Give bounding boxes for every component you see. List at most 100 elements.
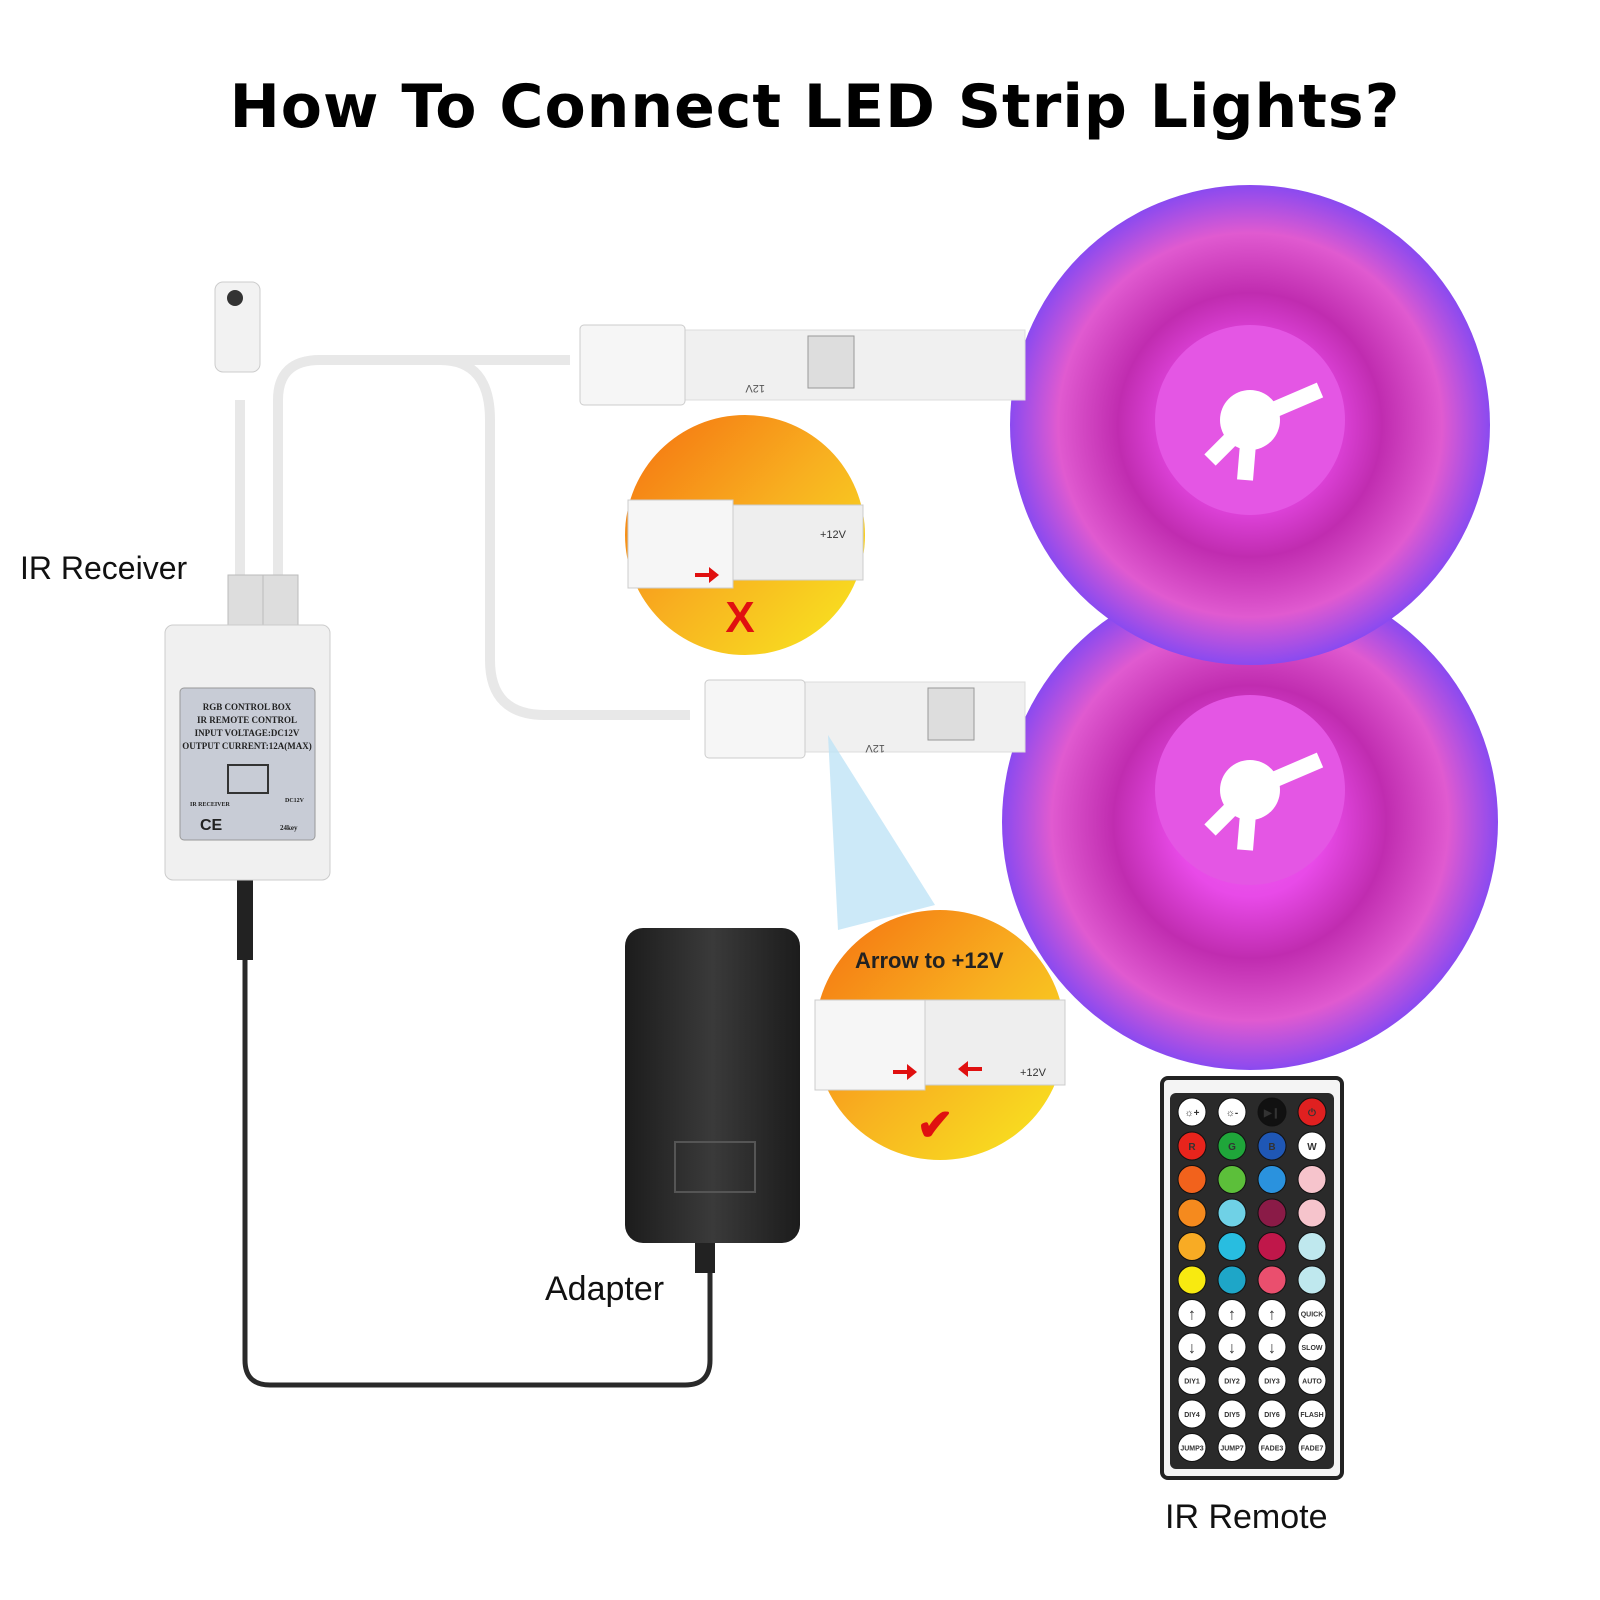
led-reel-bottom xyxy=(1002,574,1498,1070)
remote-button-label: ↑ xyxy=(1188,1307,1196,1324)
box-dc-mark: DC12V xyxy=(285,798,305,804)
remote-button[interactable] xyxy=(1297,1399,1327,1429)
remote-button[interactable] xyxy=(1217,1399,1247,1429)
remote-button[interactable] xyxy=(1297,1265,1327,1295)
strip-bottom: 12V xyxy=(704,679,1026,759)
remote-button-label: DIY6 xyxy=(1264,1412,1280,1419)
power-adapter xyxy=(625,928,800,1273)
remote-button-label: JUMP3 xyxy=(1180,1446,1203,1453)
strip-top: 12V xyxy=(579,324,1026,406)
remote-button-label: ⏻ xyxy=(1308,1107,1316,1119)
remote-button[interactable] xyxy=(1177,1299,1207,1328)
callout-wrong-orientation: +12V X xyxy=(625,415,865,655)
remote-button[interactable] xyxy=(1177,1165,1207,1194)
remote-button-label: ↓ xyxy=(1228,1340,1236,1357)
remote-button[interactable] xyxy=(1297,1097,1327,1127)
remote-button[interactable] xyxy=(1297,1232,1327,1261)
box-key-count: 24key xyxy=(280,824,298,832)
remote-button-label: ↑ xyxy=(1268,1307,1276,1324)
remote-button[interactable] xyxy=(1217,1165,1247,1194)
remote-button-label: FADE3 xyxy=(1261,1446,1284,1453)
remote-button[interactable] xyxy=(1257,1433,1287,1462)
remote-button[interactable] xyxy=(1257,1165,1287,1194)
box-label-3: INPUT VOLTAGE:DC12V xyxy=(195,728,300,738)
remote-button-label: ↓ xyxy=(1188,1340,1196,1357)
remote-button[interactable] xyxy=(1177,1366,1207,1395)
remote-button-label: ☼- xyxy=(1226,1108,1239,1119)
remote-button-label: R xyxy=(1188,1142,1196,1153)
correct-strip-label: +12V xyxy=(1020,1067,1047,1079)
remote-button-label: QUICK xyxy=(1301,1312,1324,1319)
remote-button[interactable] xyxy=(1177,1232,1207,1261)
remote-button-label: ▶❙ xyxy=(1263,1108,1280,1119)
remote-button-label: G xyxy=(1228,1142,1236,1153)
remote-button[interactable] xyxy=(1257,1131,1287,1161)
remote-button[interactable] xyxy=(1257,1232,1287,1261)
adapter-label: Adapter xyxy=(545,1270,665,1308)
box-ir-mark: IR RECEIVER xyxy=(190,802,231,808)
remote-button-label: ↓ xyxy=(1268,1340,1276,1357)
correct-caption: Arrow to +12V xyxy=(855,948,1004,973)
page-title: How To Connect LED Strip Lights? xyxy=(229,72,1401,142)
remote-button[interactable] xyxy=(1177,1097,1207,1127)
box-label-2: IR REMOTE CONTROL xyxy=(197,715,297,725)
remote-button[interactable] xyxy=(1177,1399,1207,1429)
remote-button-label: DIY5 xyxy=(1224,1412,1240,1419)
remote-button-label: ↑ xyxy=(1228,1307,1236,1324)
remote-button-label: W xyxy=(1307,1142,1317,1153)
remote-button[interactable] xyxy=(1217,1433,1247,1462)
callout-correct-orientation: Arrow to +12V +12V ✔ xyxy=(814,910,1066,1160)
remote-button[interactable] xyxy=(1257,1299,1287,1328)
led-reel-top xyxy=(1010,185,1490,665)
remote-button-label: SLOW xyxy=(1302,1345,1323,1352)
remote-button[interactable] xyxy=(1217,1232,1247,1261)
remote-button[interactable] xyxy=(1257,1332,1287,1362)
remote-button-label: FLASH xyxy=(1300,1412,1323,1419)
remote-button[interactable] xyxy=(1257,1265,1287,1295)
remote-button-label: DIY3 xyxy=(1264,1379,1280,1386)
strip-bottom-label: 12V xyxy=(865,742,885,754)
remote-button-label: JUMP7 xyxy=(1220,1446,1243,1453)
remote-button[interactable] xyxy=(1177,1131,1207,1161)
remote-button-label: DIY2 xyxy=(1224,1379,1240,1386)
box-label-1: RGB CONTROL BOX xyxy=(203,702,292,712)
box-label-4: OUTPUT CURRENT:12A(MAX) xyxy=(182,741,311,751)
remote-button[interactable] xyxy=(1297,1299,1327,1328)
remote-button[interactable] xyxy=(1177,1265,1207,1295)
remote-button[interactable] xyxy=(1217,1332,1247,1362)
remote-button[interactable] xyxy=(1217,1097,1247,1127)
remote-button[interactable] xyxy=(1177,1198,1207,1228)
wrong-strip-label: +12V xyxy=(820,529,847,541)
remote-button[interactable] xyxy=(1297,1131,1327,1161)
wrong-x-mark: X xyxy=(725,593,754,642)
remote-button-label: AUTO xyxy=(1302,1379,1322,1386)
ir-receiver-sensor xyxy=(214,281,261,373)
remote-button[interactable] xyxy=(1257,1399,1287,1429)
remote-button[interactable] xyxy=(1257,1366,1287,1395)
remote-button-label: FADE7 xyxy=(1301,1446,1324,1453)
remote-button[interactable] xyxy=(1217,1198,1247,1228)
remote-button[interactable] xyxy=(1297,1198,1327,1228)
callout-pointer xyxy=(828,735,935,930)
remote-button[interactable] xyxy=(1217,1131,1247,1161)
remote-button[interactable] xyxy=(1297,1366,1327,1395)
remote-button[interactable] xyxy=(1297,1332,1327,1362)
remote-button[interactable] xyxy=(1257,1198,1287,1228)
remote-button-label: ☼+ xyxy=(1184,1108,1199,1119)
remote-button[interactable] xyxy=(1217,1366,1247,1395)
correct-check-mark: ✔ xyxy=(917,1101,954,1150)
ce-mark: CE xyxy=(200,817,223,834)
ir-remote-label: IR Remote xyxy=(1165,1498,1328,1536)
remote-button[interactable] xyxy=(1217,1299,1247,1328)
wires xyxy=(235,355,713,1388)
remote-button[interactable] xyxy=(1177,1332,1207,1362)
remote-button-label: DIY4 xyxy=(1184,1412,1200,1419)
remote-button[interactable] xyxy=(1297,1433,1327,1462)
remote-button[interactable] xyxy=(1297,1165,1327,1194)
remote-button[interactable] xyxy=(1257,1097,1287,1127)
remote-button[interactable] xyxy=(1177,1433,1207,1462)
remote-button-label: DIY1 xyxy=(1184,1379,1200,1386)
remote-button[interactable] xyxy=(1217,1265,1247,1295)
